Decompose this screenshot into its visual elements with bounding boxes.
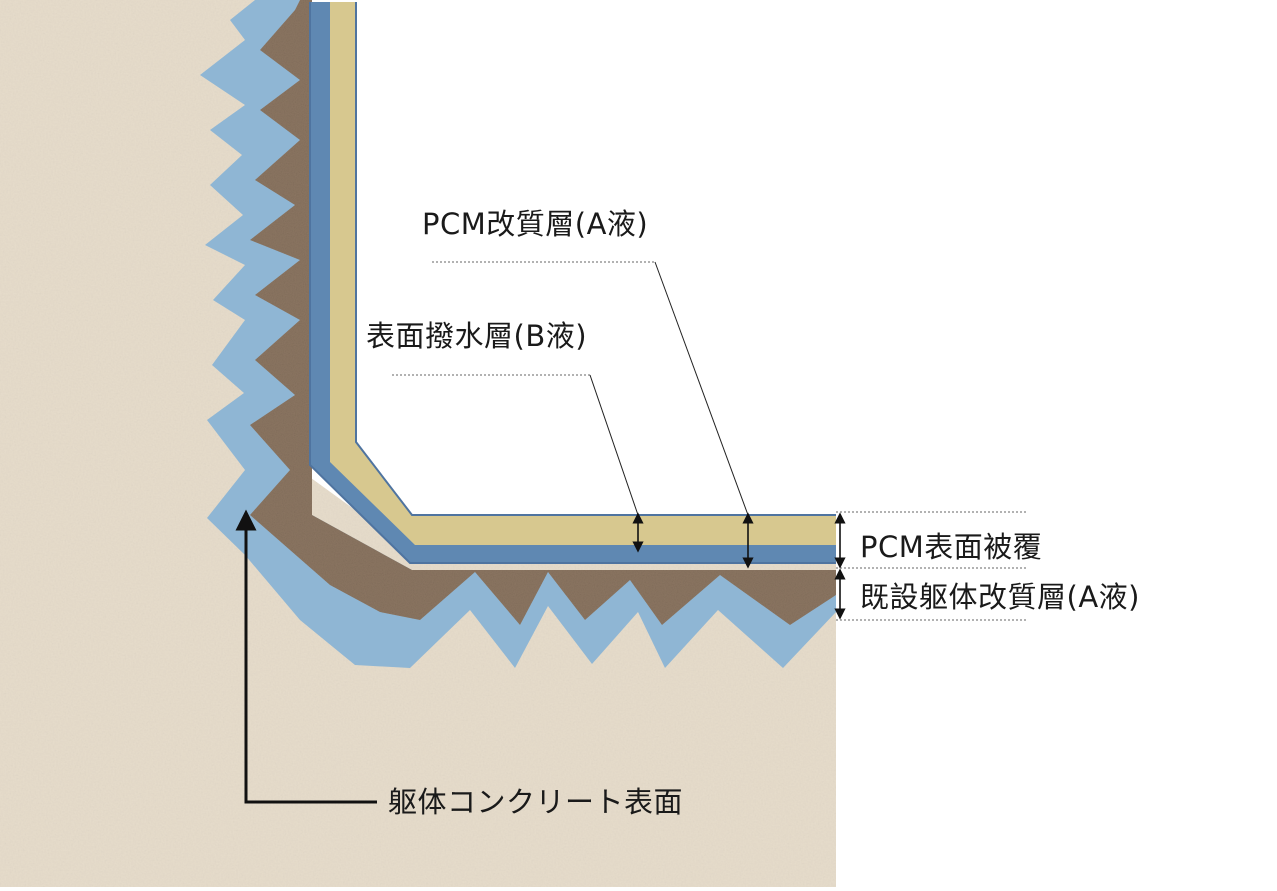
label-surface-repellent-layer: 表面撥水層(B液) — [366, 319, 588, 353]
surface-pointer-line — [235, 509, 377, 804]
repellent-layer-outline — [309, 2, 836, 564]
surface-repellent-layer — [310, 2, 836, 563]
label-existing-body-modified-layer: 既設躯体改質層(A液) — [860, 580, 1140, 614]
concrete-body — [0, 0, 836, 887]
leader-line-repel — [589, 374, 639, 516]
leader-line-pcm-mod — [654, 261, 749, 516]
pcm-modified-layer — [330, 2, 836, 545]
aggregate-layer — [250, 0, 836, 625]
label-pcm-surface-coating: PCM表面被覆 — [860, 530, 1043, 564]
label-pcm-modified-layer: PCM改質層(A液) — [422, 207, 649, 241]
pcm-layer-outline — [355, 2, 836, 516]
label-body-concrete-surface: 躯体コンクリート表面 — [388, 785, 684, 819]
